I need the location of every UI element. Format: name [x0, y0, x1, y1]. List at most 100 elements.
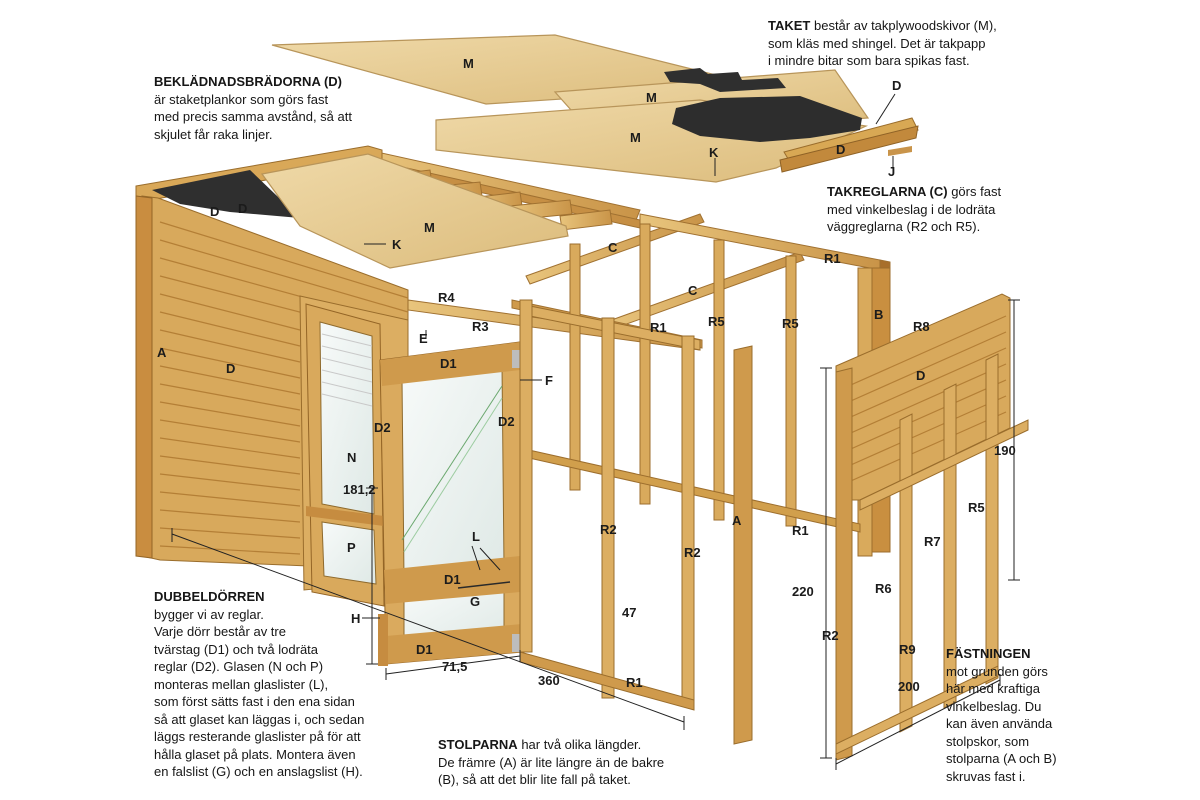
label-r1-front: R1	[626, 675, 643, 690]
label-r1-side: R1	[650, 320, 667, 335]
shingle-area	[672, 96, 862, 142]
glass-pane-n	[319, 321, 375, 515]
stop-strip-h	[378, 614, 388, 666]
caption-rafters-body: görs fast med vinkelbeslag i de lodräta …	[827, 184, 1002, 234]
label-r2-a: R2	[600, 522, 617, 537]
label-k-roof: K	[709, 145, 719, 160]
label-m-left: M	[424, 220, 435, 235]
dim-side-width	[835, 674, 1001, 770]
label-d1-mid: D1	[444, 572, 461, 587]
door-leaf-right	[378, 341, 523, 666]
caption-door-body: bygger vi av reglar. Varje dörr består a…	[154, 606, 365, 780]
label-g: G	[470, 594, 481, 609]
dim-label-side-width: 200	[898, 679, 920, 694]
caption-posts-heading: STOLPARNA	[438, 737, 518, 752]
label-n: N	[347, 450, 357, 465]
label-d-left1: D	[210, 204, 220, 219]
label-f: F	[545, 373, 553, 388]
caption-cladding-body: är staketplankor som görs fast med preci…	[154, 91, 352, 142]
hinge-bottom	[512, 634, 522, 652]
caption-posts-body: har två olika längder. De främre (A) är …	[438, 737, 665, 787]
dimension-lines	[171, 299, 1020, 770]
door-glass-upper	[401, 365, 505, 579]
door-leaf-left	[305, 303, 385, 607]
label-d1-top: D1	[440, 356, 457, 371]
glass-pane-p	[321, 521, 377, 585]
roof-panel-m-left	[260, 153, 569, 269]
dim-side-height	[1008, 299, 1020, 581]
label-r5-b: R5	[782, 316, 799, 331]
caption-cladding: BEKLÄDNADSBRÄDORNA (D) är staketplankor …	[154, 73, 414, 143]
dim-label-wall-height: 220	[792, 584, 814, 599]
label-d-roof-right: D	[892, 78, 902, 93]
label-d-roof-right2: D	[836, 142, 846, 157]
corner-post-a	[135, 195, 153, 559]
dim-label-door-height: 181,2	[343, 482, 376, 497]
front-post-a	[733, 345, 753, 745]
label-c-rafter2: C	[688, 283, 698, 298]
rafter-c-2	[605, 251, 805, 331]
label-d1-bottom: D1	[416, 642, 433, 657]
caption-roof-body: består av takplywoodskivor (M), som kläs…	[768, 18, 997, 68]
dim-label-wall-mark: 47	[622, 605, 637, 620]
brace-r7	[859, 419, 1029, 511]
rail-d1-top	[380, 342, 520, 386]
label-r3: R3	[472, 319, 489, 334]
label-r6: R6	[875, 581, 892, 596]
label-r9: R9	[899, 642, 916, 657]
label-d-left2: D	[238, 201, 248, 216]
left-wall-shingles	[152, 170, 300, 218]
label-r1-bottom: R1	[792, 523, 809, 538]
dim-label-side-height: 190	[994, 443, 1016, 458]
label-d-right: D	[916, 368, 926, 383]
caption-fastening-heading: FÄSTNINGEN	[946, 646, 1031, 661]
leader-d-roof	[875, 93, 896, 125]
caption-rafters-heading: TAKREGLARNA (C)	[827, 184, 948, 199]
right-side-frame	[835, 293, 1029, 761]
caption-posts: STOLPARNA har två olika längder. De främ…	[438, 736, 728, 789]
label-m-mid2: M	[630, 130, 641, 145]
label-r5-a: R5	[708, 314, 725, 329]
dim-label-door-width: 71,5	[442, 659, 468, 674]
dim-door-width	[385, 650, 521, 680]
label-m-top: M	[463, 56, 474, 71]
label-l: L	[472, 529, 480, 544]
label-r4: R4	[438, 290, 455, 305]
caption-fastening-body: mot grunden görs här med kraftiga vinkel…	[946, 663, 1057, 784]
caption-fastening: FÄSTNINGEN mot grunden görs här med kraf…	[946, 645, 1086, 785]
rail-d1-mid	[384, 556, 520, 604]
label-k-left: K	[392, 237, 402, 252]
label-r2-b: R2	[684, 545, 701, 560]
label-r1-back: R1	[824, 251, 841, 266]
label-h: H	[351, 611, 361, 626]
back-wall-studs	[519, 223, 891, 557]
dim-wall-height	[820, 367, 832, 759]
label-m-mid1: M	[646, 90, 657, 105]
front-wall-frame	[519, 299, 753, 745]
hinge-top	[512, 350, 522, 368]
caption-cladding-heading: BEKLÄDNADSBRÄDORNA (D)	[154, 74, 343, 89]
label-r5-right: R5	[968, 500, 985, 515]
label-r2-c: R2	[822, 628, 839, 643]
label-j-roof: J	[888, 164, 896, 179]
dim-door-height	[366, 487, 378, 665]
cladding-lines	[159, 221, 409, 555]
caption-roof: TAKET består av takplywoodskivor (M), so…	[768, 17, 1058, 70]
fascia-board-d2	[779, 125, 919, 173]
small-batten-j	[888, 146, 912, 156]
caption-roof-heading: TAKET	[768, 18, 811, 33]
bottom-plate-r9	[835, 665, 999, 755]
dim-label-wall-length: 360	[538, 673, 560, 688]
shingle-strip-top	[664, 68, 786, 92]
label-p: P	[347, 540, 356, 555]
caption-door-heading: DUBBELDÖRREN	[154, 589, 265, 604]
dim-wall-length	[171, 528, 685, 730]
roof-panels	[271, 34, 919, 183]
rail-d1-bottom	[386, 624, 522, 664]
label-d2-left: D2	[374, 420, 391, 435]
label-c-rafter1: C	[608, 240, 618, 255]
label-r7: R7	[924, 534, 941, 549]
label-a-center: A	[732, 513, 742, 528]
label-d2-right: D2	[498, 414, 515, 429]
